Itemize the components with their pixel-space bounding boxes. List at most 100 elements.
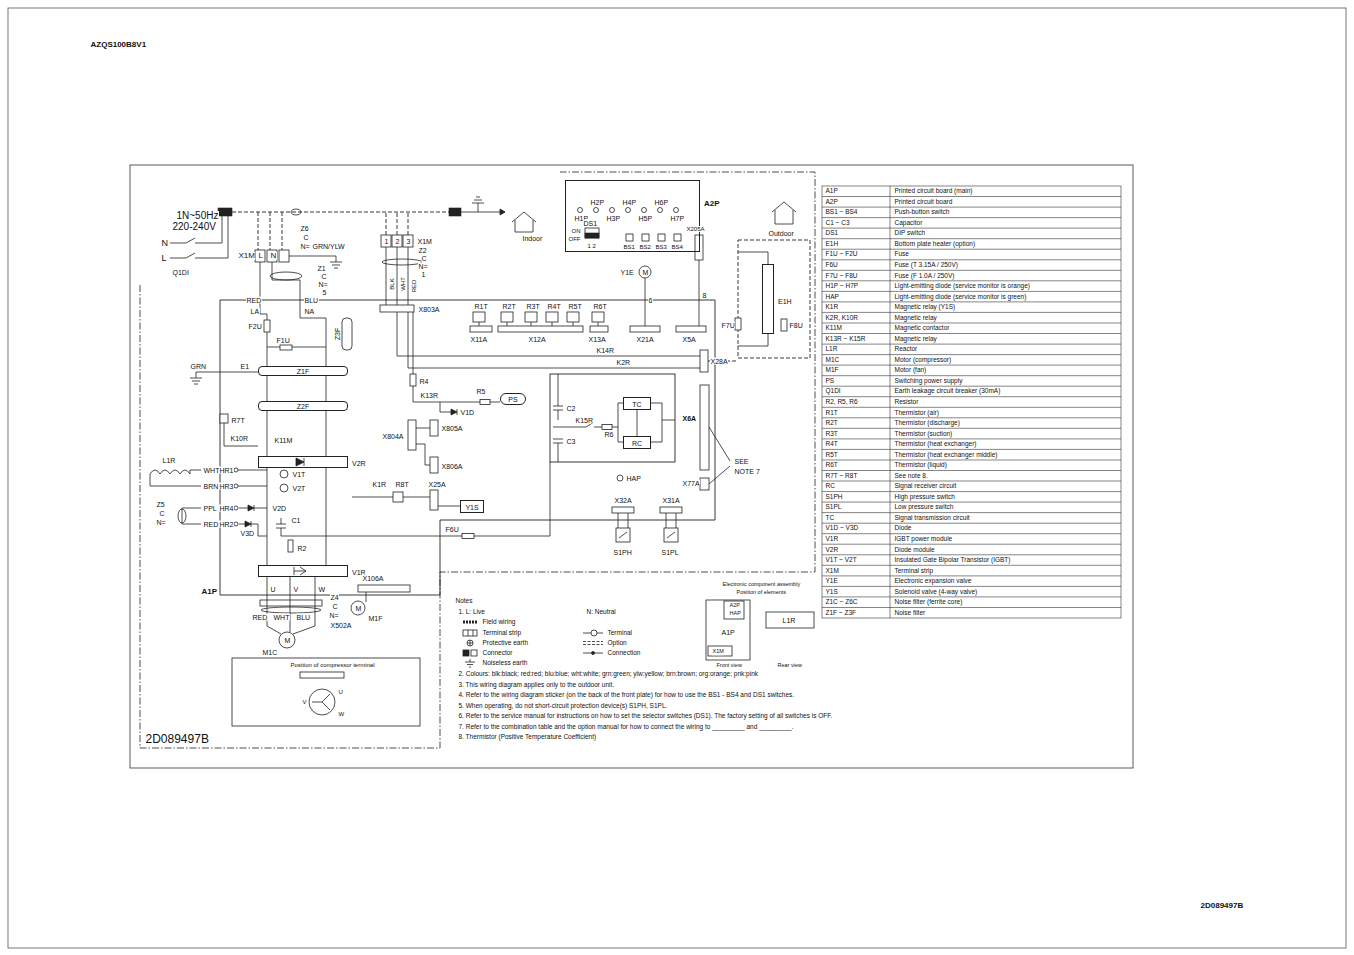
component-label: 1 2 bbox=[587, 243, 596, 249]
component-label: Z6 bbox=[300, 225, 309, 232]
circuit-box: TC bbox=[623, 397, 651, 410]
component-label: HAP bbox=[729, 611, 741, 617]
component-label: SEE bbox=[734, 458, 749, 465]
semiconductor-symbol bbox=[245, 209, 675, 575]
unit-boundary bbox=[140, 172, 815, 748]
table-cell: Fuse bbox=[894, 251, 909, 258]
component-symbol bbox=[382, 259, 422, 265]
component-label: 8 bbox=[702, 292, 707, 299]
component-label: X11A bbox=[470, 336, 488, 343]
table-cell: R6T bbox=[825, 462, 838, 469]
component-label: H3P bbox=[606, 215, 621, 222]
component-label: E1H bbox=[778, 298, 792, 305]
assembly-figure bbox=[706, 600, 750, 660]
component-label: 1 bbox=[421, 271, 426, 278]
table-cell: Q1DI bbox=[825, 388, 841, 395]
notes-legend-symbol bbox=[467, 640, 473, 646]
component-symbol bbox=[280, 484, 288, 492]
table-cell: Y1S bbox=[825, 588, 838, 595]
component-symbol bbox=[610, 208, 615, 213]
component-label: K2R bbox=[616, 359, 631, 366]
wire bbox=[553, 403, 675, 442]
component-label: X804A bbox=[382, 433, 404, 440]
legend-table bbox=[822, 186, 1121, 618]
semiconductor-symbol bbox=[619, 532, 675, 538]
table-cell: Noise filter bbox=[894, 609, 926, 616]
component-label: X806A bbox=[441, 463, 463, 470]
terminal-block bbox=[267, 250, 277, 262]
component-label: HAP bbox=[626, 475, 641, 482]
component-label: Electronic component assembly bbox=[722, 582, 801, 588]
note-text: 6. Refer to the service manual for instr… bbox=[458, 713, 833, 720]
table-cell: Fuse (T 3.15A / 250V) bbox=[894, 262, 958, 269]
component-symbol bbox=[546, 312, 558, 322]
component-symbol bbox=[594, 208, 599, 213]
component-symbol bbox=[658, 234, 665, 241]
terminal-block bbox=[700, 478, 709, 490]
component-label: 6 bbox=[648, 297, 653, 304]
component-label: GRN/YLW bbox=[312, 243, 345, 250]
terminal-block bbox=[403, 235, 413, 247]
table-cell: F7U ~ F8U bbox=[825, 272, 858, 279]
legend-table bbox=[822, 186, 1121, 618]
component-label: 2D089497B bbox=[145, 733, 209, 745]
assembly-figure bbox=[706, 600, 814, 660]
component-label: X77A bbox=[682, 480, 700, 487]
table-cell: Printed circuit board (main) bbox=[894, 188, 973, 195]
table-cell: Bottom plate heater (option) bbox=[894, 241, 976, 248]
component-label: N bbox=[270, 252, 277, 260]
wire bbox=[618, 513, 676, 528]
component-label: A2P bbox=[704, 200, 720, 208]
power-supply-box: PS bbox=[500, 393, 526, 405]
table-cell: Thermistor (suction) bbox=[894, 430, 953, 437]
notes-legend-symbol bbox=[463, 630, 477, 636]
table-cell: PS bbox=[825, 378, 835, 385]
component-label: X28A bbox=[710, 358, 728, 365]
table-cell: E1H bbox=[825, 241, 839, 248]
table-cell: High pressure switch bbox=[894, 494, 955, 501]
terminal-block bbox=[255, 235, 709, 606]
terminal-block bbox=[392, 235, 402, 247]
component-label: X6A bbox=[682, 415, 697, 422]
wire bbox=[239, 524, 267, 536]
component-symbol bbox=[781, 319, 787, 331]
component-label: V1T bbox=[292, 471, 306, 478]
wire bbox=[461, 212, 505, 213]
wire bbox=[276, 518, 326, 536]
terminal-block bbox=[612, 507, 634, 513]
unit-boundary bbox=[140, 172, 815, 748]
component-label: R4 bbox=[419, 378, 429, 385]
assembly-figure bbox=[724, 601, 744, 619]
component-label: C bbox=[332, 603, 338, 610]
wire bbox=[416, 428, 430, 465]
table-cell: RC bbox=[825, 483, 835, 490]
table-cell: Push-button switch bbox=[894, 209, 950, 216]
wire bbox=[289, 256, 342, 268]
terminal-block bbox=[430, 490, 438, 510]
heater-element: E1H bbox=[762, 264, 774, 334]
pcb-outline bbox=[550, 374, 675, 462]
component-label: L1R bbox=[782, 617, 796, 624]
table-cell: Capacitor bbox=[894, 220, 923, 227]
component-label: N bbox=[161, 239, 169, 248]
component-label: X502A bbox=[330, 622, 352, 629]
component-label: Position of elements bbox=[736, 590, 787, 596]
notes-legend-symbol bbox=[468, 630, 473, 636]
table-cell: Magnetic contactor bbox=[894, 325, 950, 332]
component-label: ON bbox=[571, 228, 581, 234]
table-cell: Electronic expansion valve bbox=[894, 578, 972, 585]
table-cell: R4T bbox=[825, 441, 838, 448]
notes-legend-symbol bbox=[583, 633, 603, 634]
component-symbol bbox=[178, 208, 787, 649]
table-cell: Thermistor (liquid) bbox=[894, 462, 947, 469]
component-label: GRN bbox=[190, 363, 207, 370]
component-label: R3T bbox=[526, 303, 540, 310]
component-label: H7P bbox=[670, 215, 685, 222]
component-label: RC bbox=[632, 439, 642, 446]
note-text: Option bbox=[607, 640, 627, 647]
note-text: Protective earth bbox=[482, 640, 529, 647]
component-label: Z1F bbox=[297, 368, 309, 375]
component-label: R5 bbox=[476, 388, 486, 395]
wire bbox=[238, 470, 267, 486]
